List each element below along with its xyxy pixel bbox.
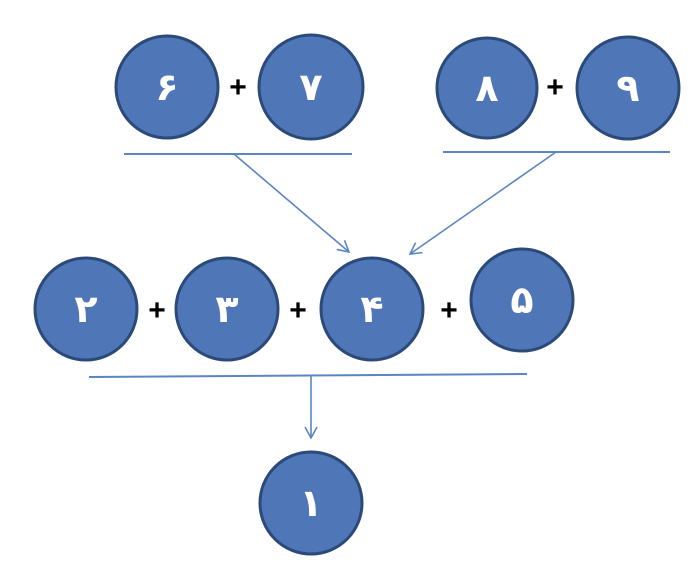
plus-sign: + xyxy=(229,71,247,104)
node-1-label: ۱ xyxy=(299,481,322,525)
node-2-label: ۲ xyxy=(74,287,97,331)
node-6-label: ۶ xyxy=(155,65,178,109)
node-2 xyxy=(33,256,139,362)
node-8-label: ۸ xyxy=(475,66,498,110)
arrow-left-to-middle xyxy=(233,153,351,254)
node-3-label: ۳ xyxy=(215,287,238,331)
node-8 xyxy=(435,36,539,140)
node-9-label: ۹ xyxy=(616,66,639,110)
node-6 xyxy=(114,34,220,140)
top-right-group: ۸ + ۹ xyxy=(435,35,681,153)
plus-sign: + xyxy=(148,294,166,327)
node-7 xyxy=(257,33,365,141)
node-5-label: ۵ xyxy=(510,278,533,322)
middle-group: ۲ + ۳ + ۴ + ۵ xyxy=(33,247,575,378)
plus-sign: + xyxy=(546,71,564,104)
node-4 xyxy=(319,256,425,362)
node-3 xyxy=(174,256,280,362)
arrow-right-to-middle xyxy=(408,151,557,255)
plus-sign: + xyxy=(289,294,307,327)
node-1 xyxy=(258,450,364,556)
node-5 xyxy=(469,247,575,353)
node-9 xyxy=(575,35,681,141)
node-7-label: ۷ xyxy=(299,65,322,109)
bottom-group: ۱ xyxy=(258,450,364,556)
middle-underline xyxy=(88,373,528,378)
top-left-group: ۶ + ۷ xyxy=(114,33,365,155)
plus-sign: + xyxy=(440,294,458,327)
node-4-label: ۴ xyxy=(360,287,383,331)
